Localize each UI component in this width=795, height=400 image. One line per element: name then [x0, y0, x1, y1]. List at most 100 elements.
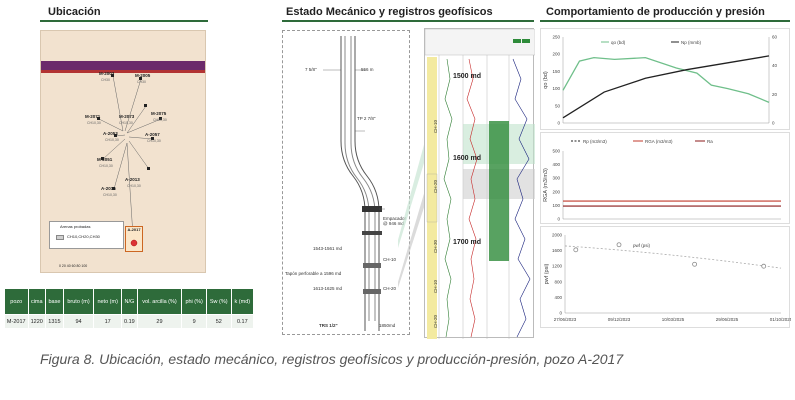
mechanical-heading: Estado Mecánico y registros geofísicos — [286, 6, 493, 18]
y-tick-label-right: 0 — [772, 121, 775, 126]
well-sublabel: CH10,30 — [119, 121, 133, 125]
well-label: A-2057 — [145, 132, 160, 137]
legend-label: CH10,CH20,CH30 — [67, 234, 100, 239]
y-tick-label: 0 — [559, 311, 562, 316]
production-heading-rule — [540, 20, 790, 22]
wellbore-schematic — [323, 36, 385, 331]
map-well-trajectories — [97, 74, 162, 237]
y-tick-label: 150 — [552, 69, 560, 74]
log-zone-label: CH-10 — [433, 279, 439, 294]
tubing-label: TP 2 7/8" — [357, 116, 376, 121]
table-cell: 0.17 — [230, 314, 255, 329]
legend-label: RGA (m3/m3) — [645, 139, 673, 144]
log-tracks — [425, 29, 535, 339]
map-band-red — [41, 70, 205, 73]
y-tick-label: 250 — [552, 35, 560, 40]
log-zone-label: CH-20 — [433, 179, 439, 194]
casing-top-label: 7 5/8" — [305, 67, 317, 72]
table-header: pozo — [4, 288, 29, 315]
tr-bottom-label: TRS 1/2" — [319, 323, 338, 328]
table-header: bruto (m) — [62, 288, 95, 315]
packer-mark — [362, 206, 382, 212]
series-line — [562, 55, 770, 119]
map-scale: 0 20 40 60 80 100 — [59, 264, 88, 268]
legend-label: pwf (psi) — [633, 243, 651, 248]
y-tick-label: 1600 — [552, 248, 563, 253]
table-header: k (md) — [230, 288, 255, 315]
data-point — [761, 263, 767, 269]
log-zone-label: CH-20 — [433, 314, 439, 329]
x-tick-label: 29/06/2025 — [716, 317, 739, 322]
plug-label: Tapón perforable a 1596 md — [285, 271, 342, 276]
mechanical-heading-rule — [282, 20, 534, 22]
well-label: A-2053 — [103, 131, 118, 136]
x-tick-label: 10/03/2025 — [662, 317, 685, 322]
table-header: neto (m) — [93, 288, 123, 315]
y-axis-title: pwf (psi) — [544, 263, 550, 284]
table-row: M-2017 1220 1315 94 17 0.19 29 9 52 0.17 — [4, 314, 255, 329]
y-tick-label-right: 60 — [772, 35, 778, 40]
table-cell: 0.19 — [121, 314, 138, 329]
table-header: base — [45, 288, 64, 315]
table-header: phi (%) — [181, 288, 207, 315]
well-label: M-2051 — [97, 157, 113, 162]
y-tick-label: 50 — [555, 103, 561, 108]
legend-label: Rp (m3/m3) — [583, 139, 607, 144]
series-line — [562, 56, 770, 103]
data-point — [616, 242, 622, 248]
casing-depth-label: 556 m — [361, 67, 374, 72]
location-heading: Ubicación — [48, 6, 101, 18]
bottom-depth-label: 1850md — [379, 323, 396, 328]
well-label: M-2005 — [135, 73, 151, 78]
y-tick-label: 2000 — [552, 233, 563, 238]
target-well-label: A-2017 — [127, 227, 141, 232]
legend-title: Arenas probadas — [60, 224, 91, 229]
table-cell: 1315 — [45, 314, 64, 329]
well-label: M-2073 — [119, 114, 135, 119]
y-tick-label: 500 — [552, 149, 560, 154]
y-tick-label: 800 — [554, 279, 562, 284]
table-header: N/G — [121, 288, 138, 315]
map-legend: Arenas probadas CH10,CH20,CH30 — [49, 221, 124, 249]
y-tick-label: 100 — [552, 203, 560, 208]
y-tick-label: 100 — [552, 86, 560, 91]
legend-label: Ra — [707, 139, 713, 144]
target-well-marker — [130, 239, 138, 247]
target-well-box — [125, 226, 143, 252]
legend-label: qo (bd) — [611, 40, 626, 45]
y-tick-label: 400 — [554, 295, 562, 300]
table-header: cima — [27, 288, 47, 315]
y-axis-title: qo (bd) — [543, 71, 549, 89]
well-label: A-2013 — [125, 177, 140, 182]
table-header: vol. arcilla (%) — [136, 288, 183, 315]
log-depth-label: 1700 md — [453, 239, 482, 246]
y-tick-label: 200 — [552, 189, 560, 194]
well-sublabel: CH10,30 — [153, 118, 167, 122]
interval2-label: 1613-1625 md — [313, 286, 343, 291]
figure-caption: Figura 8. Ubicación, estado mecánico, re… — [40, 351, 624, 367]
well-sublabel: CH30 — [137, 80, 146, 84]
trend-line — [564, 245, 782, 269]
log-depth-label: 1600 md — [453, 155, 482, 162]
y-tick-label: 400 — [552, 162, 560, 167]
y-tick-label: 300 — [552, 176, 560, 181]
y-tick-label: 0 — [557, 121, 560, 126]
legend-label: Np (mmb) — [681, 40, 702, 45]
table-cell: 94 — [62, 314, 95, 329]
table-cell: 17 — [93, 314, 123, 329]
table-cell: 9 — [181, 314, 207, 329]
x-tick-label: 27/06/2023 — [554, 317, 577, 322]
x-tick-label: 01/10/2025 — [770, 317, 791, 322]
well-label: M-2075 — [151, 111, 167, 116]
well-sublabel: CH10,30 — [105, 138, 119, 142]
location-heading-rule — [40, 20, 208, 22]
production-heading: Comportamiento de producción y presión — [546, 6, 765, 18]
y-tick-label-right: 20 — [772, 92, 778, 97]
well-sublabel: CH10,30 — [103, 193, 117, 197]
packer-label: Empacador @ 946 md — [383, 216, 407, 226]
data-point — [692, 261, 698, 267]
well-sublabel: CH10,30 — [87, 121, 101, 125]
